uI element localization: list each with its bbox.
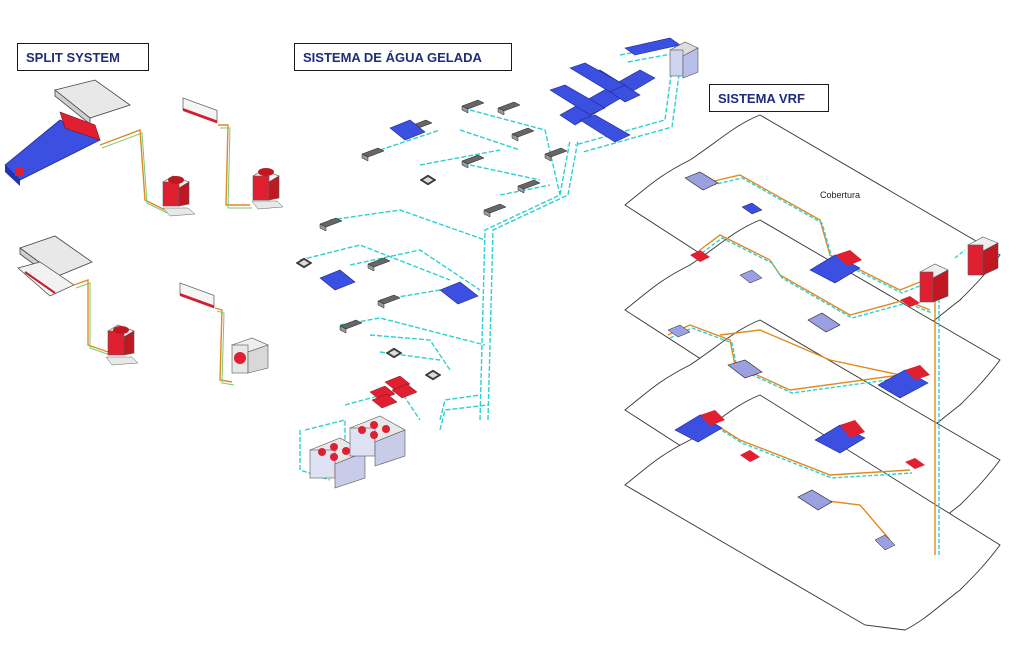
vrf-system-title: SISTEMA VRF (709, 84, 829, 112)
chiller-1 (309, 437, 366, 489)
pumps (369, 375, 418, 409)
vrf-group: Cobertura (624, 114, 1001, 631)
vrf-outdoor-unit-1 (919, 263, 949, 303)
split-wall-unit-1 (182, 97, 218, 124)
fancoil-3 (497, 101, 521, 116)
split-wall-unit-2 (179, 282, 215, 309)
cassette-4 (424, 369, 442, 381)
vrf-floor-slabs (624, 114, 1001, 631)
fancoil-9 (483, 203, 507, 218)
cassette-2 (295, 257, 313, 269)
fancoil-13 (339, 319, 363, 334)
fancoil-5 (361, 147, 385, 162)
fancoil-10 (319, 217, 343, 232)
cassette-1 (419, 174, 437, 186)
vrf-outdoor-unit-2 (967, 236, 999, 276)
chilled-water-equipment (295, 37, 699, 489)
chiller-2 (349, 415, 406, 467)
air-handling-unit (669, 41, 699, 79)
fancoil-12 (377, 294, 401, 309)
split-system-group (4, 79, 284, 386)
fancoil-8 (517, 179, 541, 194)
chilled-water-system-title: SISTEMA DE ÁGUA GELADA (294, 43, 512, 71)
fancoil-2 (511, 127, 535, 142)
split-condenser-4 (231, 337, 269, 374)
roof-label: Cobertura (820, 190, 860, 200)
vrf-indoor-units (667, 171, 930, 551)
split-system-title: SPLIT SYSTEM (17, 43, 149, 71)
chilled-water-group (299, 44, 683, 481)
cassette-3 (385, 347, 403, 359)
split-evaporator-unit (59, 111, 101, 141)
fancoil-7 (544, 147, 568, 162)
